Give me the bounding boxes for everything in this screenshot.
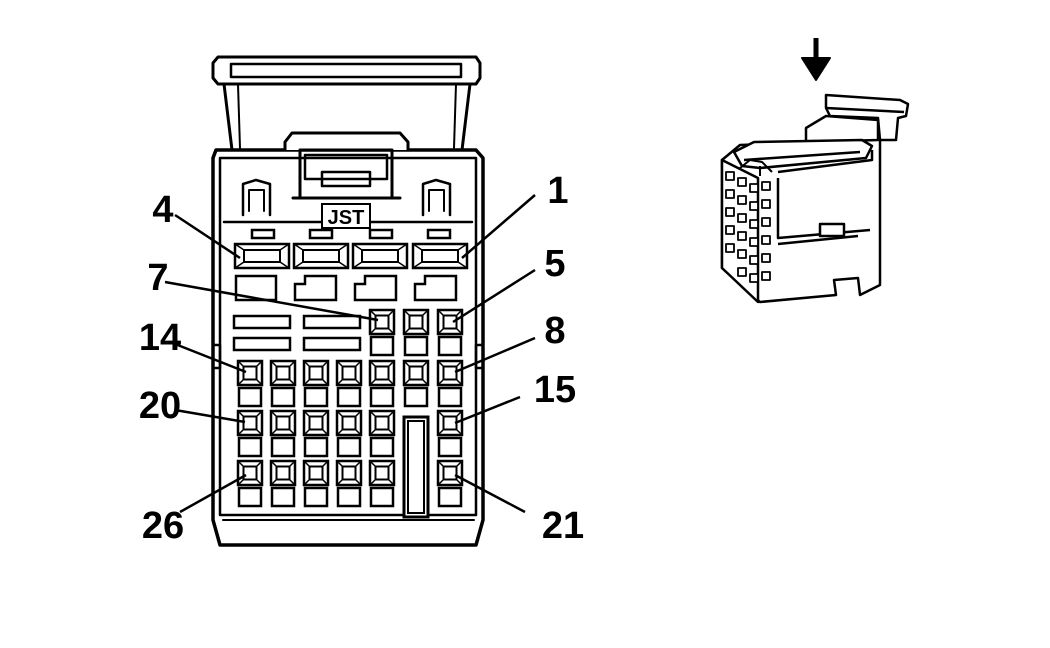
callout-1: 1	[547, 170, 568, 212]
callout-15: 15	[534, 369, 576, 411]
callout-21: 21	[542, 505, 584, 547]
connector-isometric-view	[720, 38, 910, 304]
callout-20: 20	[139, 385, 181, 427]
lance-row	[234, 274, 458, 302]
callout-5: 5	[544, 243, 565, 285]
cavity-large	[292, 242, 350, 270]
callout-4: 4	[152, 189, 173, 231]
callout-8: 8	[544, 310, 565, 352]
callout-26: 26	[142, 505, 184, 547]
cavity-large	[411, 242, 469, 270]
leader-lines	[164, 194, 536, 514]
brand-label: JST	[328, 207, 365, 229]
callout-14: 14	[139, 317, 181, 359]
cavity-large	[351, 242, 409, 270]
arrow-down-icon	[801, 38, 831, 81]
callout-7: 7	[147, 257, 168, 299]
cavity-large	[233, 242, 291, 270]
